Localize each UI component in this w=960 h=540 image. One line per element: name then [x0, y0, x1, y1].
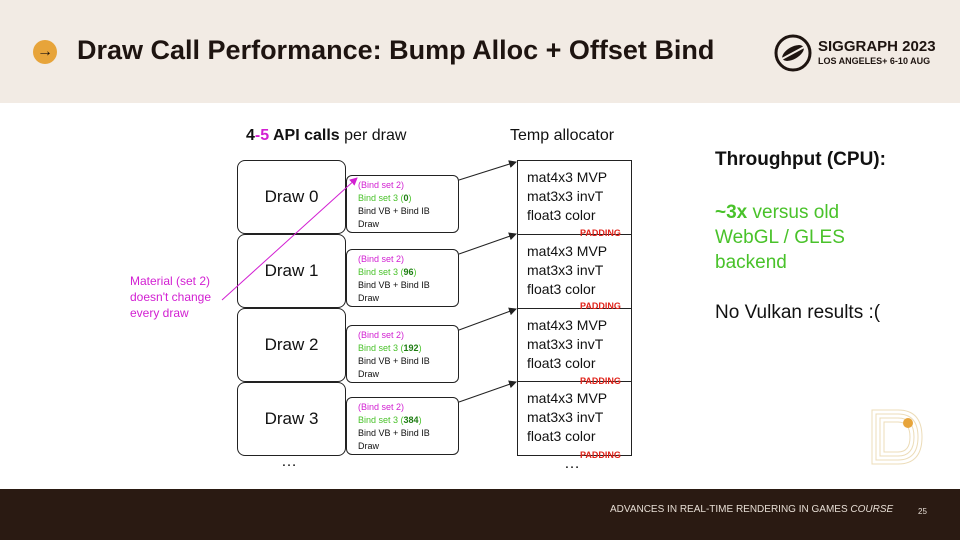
logo-subtitle: LOS ANGELES+ 6-10 AUG [818, 56, 931, 66]
slide-footer: ADVANCES IN REAL-TIME RENDERING IN GAMES… [0, 489, 960, 540]
api-call-box: (Bind set 2) Bind set 3 (384) Bind VB + … [346, 397, 459, 455]
draw-box: Draw 2 [237, 308, 346, 382]
throughput-title: Throughput (CPU): [715, 149, 886, 170]
slide-title: Draw Call Performance: Bump Alloc + Offs… [77, 35, 715, 65]
bind-vb-ib-label: Bind VB + Bind IB [358, 356, 430, 366]
arrow-right-icon: → [33, 40, 57, 64]
bind-set-3-label: Bind set 3 (0) [358, 193, 412, 203]
decorative-watermark-icon [871, 409, 923, 465]
alloc-block: mat4x3 MVP mat3x3 invT float3 color [518, 381, 631, 455]
padding-label: PADDING [580, 301, 621, 311]
bind-set-3-label: Bind set 3 (96) [358, 267, 417, 277]
vulkan-note: No Vulkan results :( [715, 302, 881, 323]
arrow-to-alloc [458, 307, 517, 331]
dynamic-offset: 384 [403, 415, 419, 425]
padding-label: PADDING [580, 376, 621, 386]
api-call-box: (Bind set 2) Bind set 3 (192) Bind VB + … [346, 325, 459, 383]
draws-ellipsis: … [281, 453, 297, 470]
page-number: 25 [918, 507, 927, 516]
logo-name: SIGGRAPH 2023 [818, 38, 936, 55]
bind-vb-ib-label: Bind VB + Bind IB [358, 206, 430, 216]
bind-set-2-label: (Bind set 2) [358, 330, 405, 340]
arrow-to-alloc [458, 160, 517, 181]
padding-label: PADDING [580, 228, 621, 238]
bind-vb-ib-label: Bind VB + Bind IB [358, 280, 430, 290]
draw-call-label: Draw [358, 369, 380, 379]
draw-call-label: Draw [358, 441, 380, 451]
material-note: Material (set 2) doesn't change every dr… [130, 274, 212, 320]
bind-set-3-label: Bind set 3 (192) [358, 343, 422, 353]
throughput-line: ~3x versus old [715, 202, 840, 223]
throughput-line: WebGL / GLES [715, 227, 845, 248]
alloc-ellipsis: … [564, 455, 580, 472]
dynamic-offset: 96 [403, 267, 414, 277]
siggraph-logo-mark-icon [774, 34, 812, 72]
bind-set-3-label: Bind set 3 (384) [358, 415, 422, 425]
dynamic-offset: 192 [403, 343, 419, 353]
temp-allocator-column: mat4x3 MVP mat3x3 invT float3 color mat4… [517, 160, 632, 456]
api-call-box: (Bind set 2) Bind set 3 (0) Bind VB + Bi… [346, 175, 459, 233]
slide-header: → Draw Call Performance: Bump Alloc + Of… [0, 0, 960, 103]
bind-vb-ib-label: Bind VB + Bind IB [358, 428, 430, 438]
throughput-line: backend [715, 252, 787, 273]
alloc-block: mat4x3 MVP mat3x3 invT float3 color [518, 308, 631, 382]
draw-box: Draw 1 [237, 234, 346, 308]
course-name: ADVANCES IN REAL-TIME RENDERING IN GAMES… [610, 504, 894, 515]
bind-set-2-label: (Bind set 2) [358, 402, 405, 412]
bind-set-2-label: (Bind set 2) [358, 180, 405, 190]
alloc-block: mat4x3 MVP mat3x3 invT float3 color [527, 169, 608, 223]
api-call-box: (Bind set 2) Bind set 3 (96) Bind VB + B… [346, 249, 459, 307]
alloc-block: mat4x3 MVP mat3x3 invT float3 color [518, 234, 631, 308]
arrow-to-alloc [458, 380, 517, 403]
draw-call-label: Draw [358, 219, 380, 229]
arrow-to-alloc [458, 232, 517, 255]
draw-box: Draw 0 [237, 160, 346, 234]
draw-box: Draw 3 [237, 382, 346, 456]
siggraph-logo: SIGGRAPH 2023 LOS ANGELES+ 6-10 AUG [774, 34, 936, 74]
api-calls-heading: 4-5 API calls per draw [246, 127, 407, 144]
bind-set-2-label: (Bind set 2) [358, 254, 405, 264]
draw-call-label: Draw [358, 293, 380, 303]
padding-label: PADDING [580, 450, 621, 460]
dynamic-offset: 0 [403, 193, 409, 203]
temp-allocator-heading: Temp allocator [510, 127, 615, 144]
